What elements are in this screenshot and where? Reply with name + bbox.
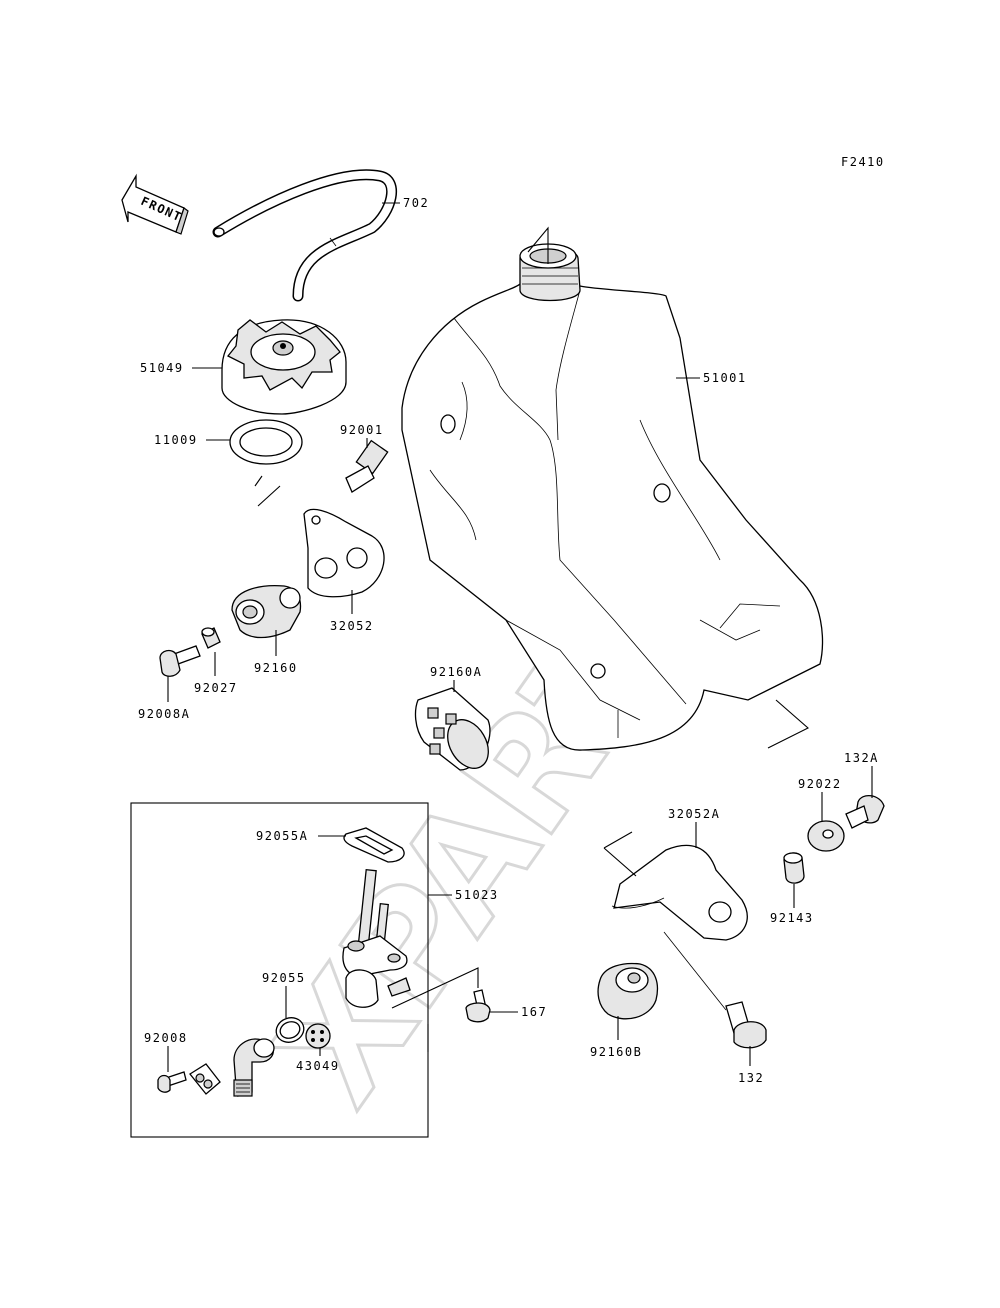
part-92143-collar bbox=[783, 852, 805, 884]
figure-code: F2410 bbox=[841, 155, 885, 169]
fuel-cock-assembly-box bbox=[130, 802, 429, 1138]
label-92027: 92027 bbox=[194, 681, 238, 695]
label-92055: 92055 bbox=[262, 971, 306, 985]
label-92160B: 92160B bbox=[590, 1045, 642, 1059]
part-43049-valve-plate bbox=[305, 1023, 331, 1049]
label-43049: 43049 bbox=[296, 1059, 340, 1073]
part-fuel-cock-lever bbox=[233, 1038, 275, 1097]
part-132-bolt bbox=[725, 1001, 767, 1049]
part-167-screw bbox=[465, 989, 491, 1023]
label-92008: 92008 bbox=[144, 1031, 188, 1045]
part-92008-screw bbox=[157, 1071, 187, 1093]
label-32052: 32052 bbox=[330, 619, 374, 633]
part-92008A-bolt bbox=[159, 645, 201, 677]
part-92160B-damper bbox=[597, 962, 659, 1020]
part-92027-collar bbox=[201, 627, 221, 649]
part-132A-bolt bbox=[845, 795, 885, 829]
part-92001-bolt bbox=[345, 439, 389, 493]
label-132A: 132A bbox=[844, 751, 879, 765]
part-51023-fuel-cock bbox=[342, 868, 411, 1008]
part-11009-gasket bbox=[229, 419, 303, 465]
part-92022-washer bbox=[807, 820, 845, 852]
front-arrow-icon: FRONT bbox=[121, 173, 189, 235]
part-32052A-bracket bbox=[611, 844, 748, 941]
part-92160A-filter bbox=[414, 687, 491, 771]
label-132: 132 bbox=[738, 1071, 764, 1085]
part-32052-bracket bbox=[303, 508, 385, 598]
label-702: 702 bbox=[403, 196, 429, 210]
label-92022: 92022 bbox=[798, 777, 842, 791]
part-92055-o-ring bbox=[275, 1017, 305, 1043]
label-92160A: 92160A bbox=[430, 665, 482, 679]
part-92055A-gasket bbox=[343, 827, 405, 863]
label-92008A: 92008A bbox=[138, 707, 190, 721]
label-92143: 92143 bbox=[770, 911, 814, 925]
label-92001: 92001 bbox=[340, 423, 384, 437]
part-fuel-cock-cover-plate bbox=[189, 1063, 221, 1095]
label-92160: 92160 bbox=[254, 661, 298, 675]
label-92055A: 92055A bbox=[256, 829, 308, 843]
label-11009: 11009 bbox=[154, 433, 198, 447]
label-167: 167 bbox=[521, 1005, 547, 1019]
label-32052A: 32052A bbox=[668, 807, 720, 821]
part-92160-damper bbox=[231, 584, 302, 639]
part-51049-fuel-cap bbox=[221, 319, 347, 415]
label-51023: 51023 bbox=[455, 888, 499, 902]
part-702-breather-hose bbox=[212, 169, 397, 302]
label-51001: 51001 bbox=[703, 371, 747, 385]
label-51049: 51049 bbox=[140, 361, 184, 375]
